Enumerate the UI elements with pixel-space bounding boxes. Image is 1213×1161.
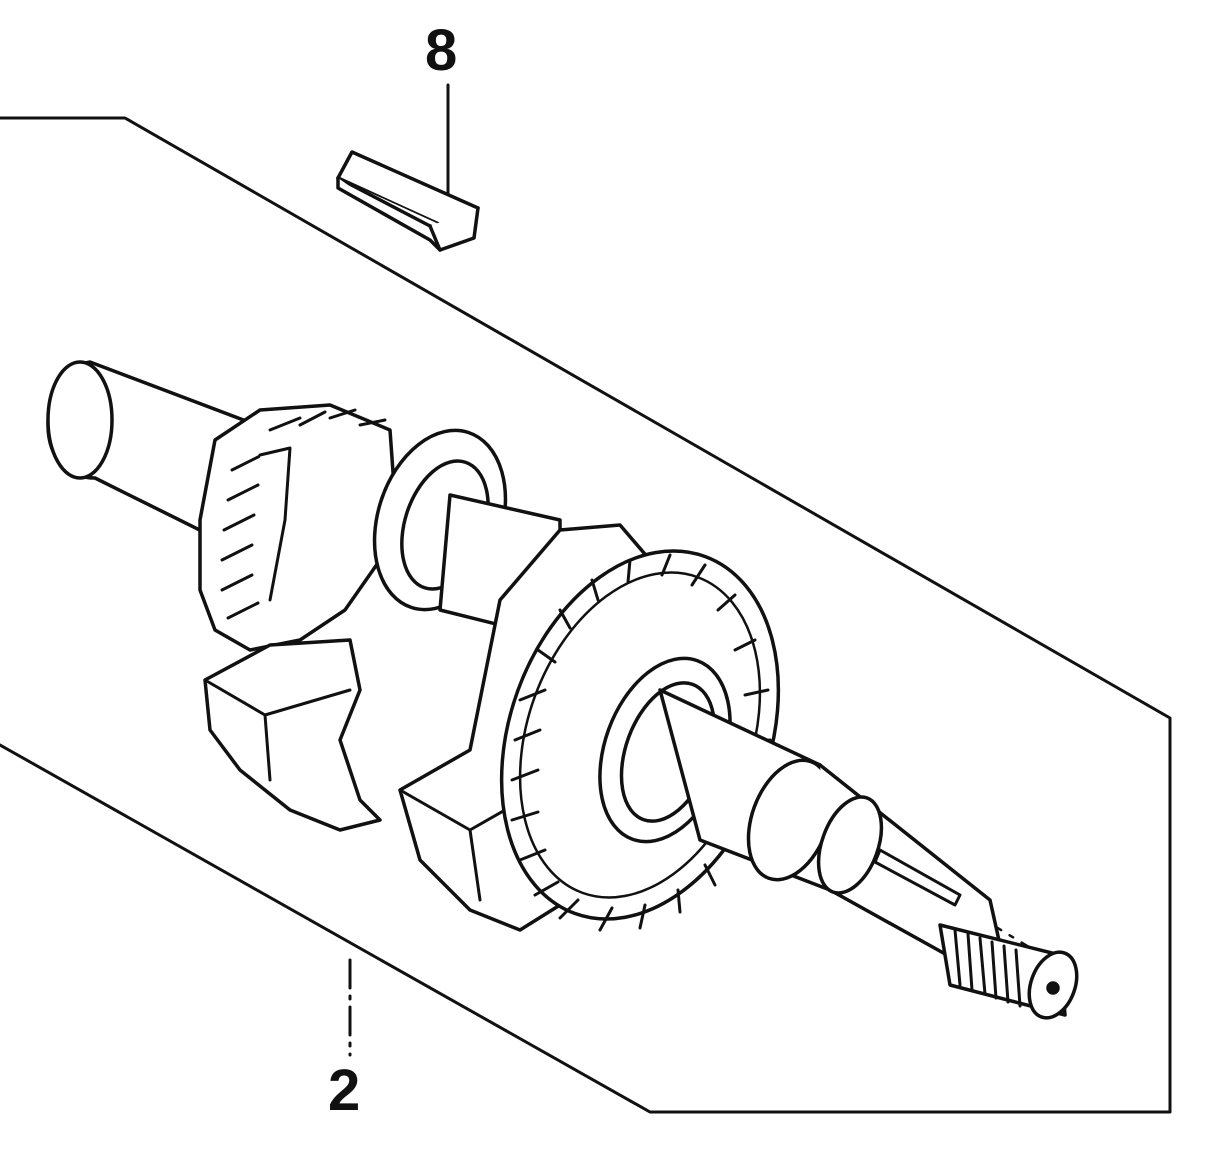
callout-number-8: 8 [425,18,458,83]
callout-number-2: 2 [328,1058,361,1123]
left-gear [198,403,397,652]
group-outline [0,116,1172,1114]
left-journal-end [46,360,114,480]
key-part [336,150,480,252]
left-web [203,638,382,832]
leader-lines [348,83,450,1057]
crankshaft-part [46,360,1079,1020]
threaded-end [938,923,1079,1020]
